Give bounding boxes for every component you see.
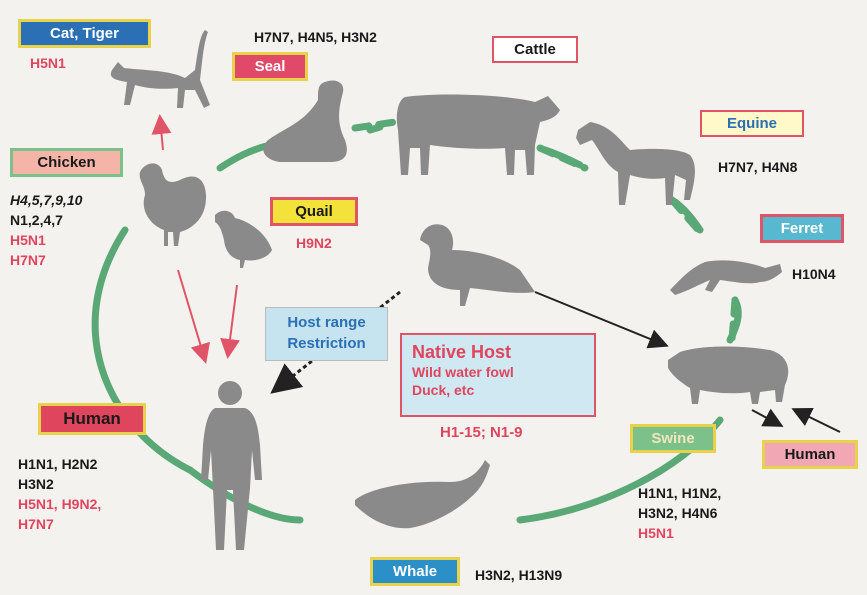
host-range-line2: Restriction — [274, 333, 379, 354]
whale-silhouette — [355, 460, 490, 528]
native-host-subtypes: H1-15; N1-9 — [440, 423, 523, 443]
chicken-subtypes-line4: H7N7 — [10, 250, 46, 270]
human-subtypes-line4: H7N7 — [18, 514, 54, 534]
human-subtypes-line1: H1N1, H2N2 — [18, 454, 97, 474]
whale-label: Whale — [370, 557, 460, 586]
cattle-label: Cattle — [492, 36, 578, 63]
chicken-subtypes-line3: H5N1 — [10, 230, 46, 250]
human-subtypes-line3: H5N1, H9N2, — [18, 494, 101, 514]
chicken-silhouette — [140, 163, 206, 246]
native-host-box: Native Host Wild water fowl Duck, etc — [400, 333, 596, 417]
horse-silhouette — [576, 122, 695, 205]
chicken-label: Chicken — [10, 148, 123, 177]
whale-subtypes: H3N2, H13N9 — [475, 565, 562, 585]
quail-subtypes: H9N2 — [296, 233, 332, 253]
host-range-box: Host range Restriction — [265, 307, 388, 361]
swine-subtypes-line2: H3N2, H4N6 — [638, 503, 717, 523]
ferret-subtypes: H10N4 — [792, 264, 836, 284]
chicken-subtypes-line2: N1,2,4,7 — [10, 210, 63, 230]
native-host-line1: Wild water fowl — [412, 363, 584, 381]
pig-silhouette — [668, 346, 788, 404]
duck-silhouette — [420, 224, 535, 306]
native-host-line2: Duck, etc — [412, 381, 584, 399]
human-subtypes-line2: H3N2 — [18, 474, 54, 494]
seal-subtypes: H7N7, H4N5, H3N2 — [254, 27, 377, 47]
equine-subtypes: H7N7, H4N8 — [718, 157, 797, 177]
swine-label: Swine — [630, 424, 716, 453]
ferret-silhouette — [670, 260, 782, 295]
cat-tiger-label: Cat, Tiger — [18, 19, 151, 48]
chicken-subtypes-line1: H4,5,7,9,10 — [10, 190, 82, 210]
cat-tiger-subtypes: H5N1 — [30, 53, 66, 73]
human-silhouette — [201, 381, 262, 550]
swine-subtypes-line3: H5N1 — [638, 523, 674, 543]
human-right-label: Human — [762, 440, 858, 469]
seal-label: Seal — [232, 52, 308, 81]
human-left-label: Human — [38, 403, 146, 435]
equine-label: Equine — [700, 110, 804, 137]
native-host-title: Native Host — [412, 341, 584, 363]
ferret-label: Ferret — [760, 214, 844, 243]
cattle-silhouette — [397, 95, 560, 175]
quail-silhouette — [215, 211, 272, 268]
swine-subtypes-line1: H1N1, H1N2, — [638, 483, 721, 503]
seal-silhouette — [263, 80, 347, 162]
host-range-line1: Host range — [274, 312, 379, 333]
quail-label: Quail — [270, 197, 358, 226]
